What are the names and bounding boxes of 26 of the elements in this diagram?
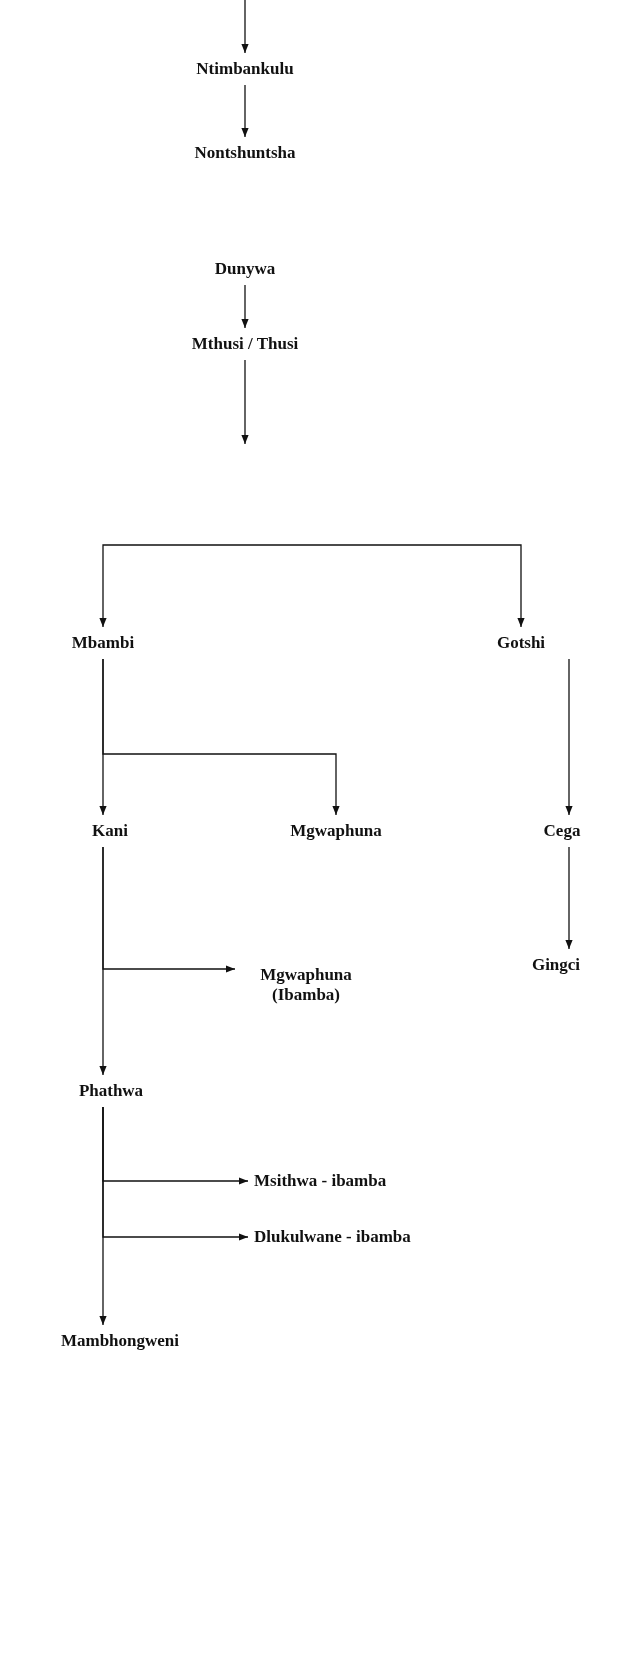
arrow <box>565 846 573 950</box>
name-label: Gingci <box>531 955 581 975</box>
name-label: Phathwa <box>78 1081 144 1101</box>
arrow <box>241 84 249 138</box>
name-label: Mgwaphuna (Ibamba) <box>259 965 353 1005</box>
name-label: Msithwa - ibamba <box>254 1171 387 1191</box>
arrow <box>311 544 525 628</box>
arrow <box>241 359 249 445</box>
arrow <box>241 0 249 54</box>
name-label: Mambhongweni <box>60 1331 180 1351</box>
name-label: Ntimbankulu <box>196 59 294 79</box>
name-label: Nontshuntsha <box>194 143 296 163</box>
name-label: Dunywa <box>214 259 276 279</box>
name-label: Mbambi <box>71 633 135 653</box>
arrow <box>565 658 573 816</box>
name-label: Cega <box>543 821 581 841</box>
arrow <box>99 544 313 628</box>
arrow <box>102 658 340 816</box>
arrow <box>102 846 236 973</box>
name-label: Mgwaphuna <box>290 821 382 841</box>
arrow <box>241 284 249 329</box>
name-label: Dlukulwane - ibamba <box>254 1227 411 1247</box>
name-label: Mthusi / Thusi <box>191 334 299 354</box>
arrow <box>102 1106 249 1241</box>
name-label: Gotshi <box>496 633 546 653</box>
name-label: Kani <box>92 821 128 841</box>
